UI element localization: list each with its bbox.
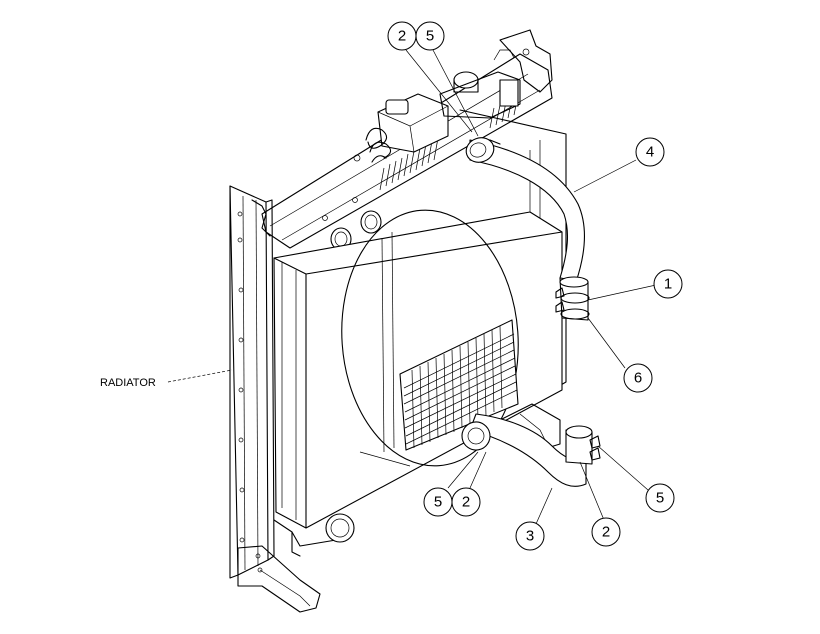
callout-1-number: 1 [664,276,672,293]
callout-1: 1 [653,269,683,299]
callout-5-bottom-number: 5 [434,494,442,511]
callout-5-bottom: 5 [423,487,453,517]
cooler-grid [399,319,519,451]
bottom-tank [273,403,561,557]
leader-lines [167,49,657,525]
callout-2-right: 2 [591,517,621,547]
callout-3: 3 [515,521,545,551]
callout-5-top-number: 5 [426,28,434,45]
callout-2-bottom-number: 2 [462,494,470,511]
expansion-tank [365,93,449,163]
callout-5-top: 5 [415,21,445,51]
callout-5-right: 5 [645,483,675,513]
callout-2-top: 2 [387,21,417,51]
tank-ports [322,154,382,251]
callout-3-number: 3 [526,528,534,545]
radiator-cap [439,49,521,119]
radiator-label: RADIATOR [100,377,156,389]
callout-4-number: 4 [646,144,654,161]
callout-6-number: 6 [634,370,642,387]
callout-6: 6 [623,363,653,393]
lower-hose [461,413,601,487]
hose-coupling [555,276,590,321]
callout-2-bottom: 2 [451,487,481,517]
callout-5-right-number: 5 [656,490,664,507]
left-frame-rail [229,185,321,613]
callout-2-right-number: 2 [602,524,610,541]
callout-2-top-number: 2 [398,28,406,45]
callout-4: 4 [635,137,665,167]
